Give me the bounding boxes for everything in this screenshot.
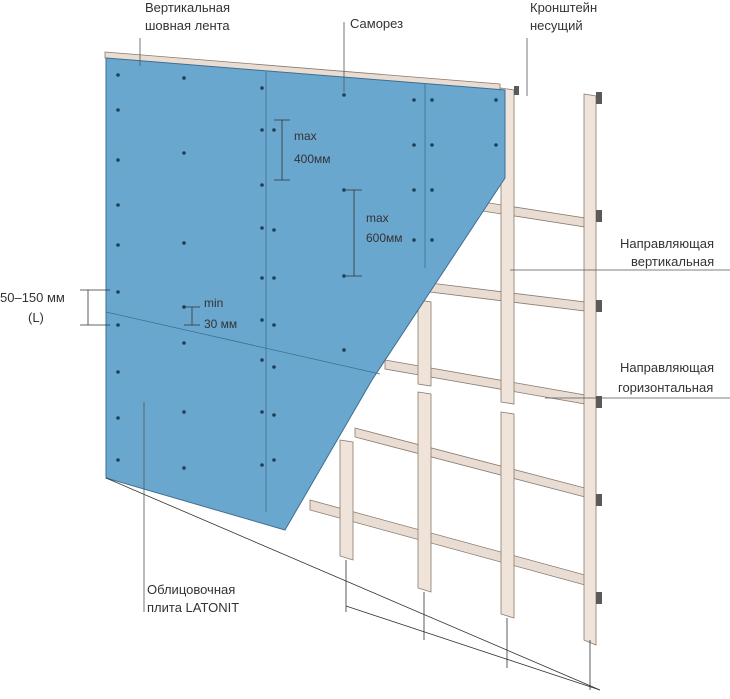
screw-dot [430,143,434,147]
label-seam-tape-1: Вертикальная [145,0,230,15]
screw-dot [272,413,276,417]
screw-dot [116,243,120,247]
vertical-guide-post [500,411,515,619]
screw-dot [342,93,346,97]
bearing-bracket [596,92,602,104]
vertical-guides [339,87,597,646]
screw-dot [260,318,264,322]
screw-dot [260,358,264,362]
edge-distance-label-2: (L) [28,310,44,325]
screw-dot [182,410,186,414]
label-vertical-guide-1: Направляющая [620,236,714,251]
max-400-label-1: max [294,129,317,143]
screw-dot [342,348,346,352]
screw-dot [182,76,186,80]
dimension-edge-distance: 50–150 мм (L) [0,289,110,326]
bearing-bracket [514,86,519,95]
screw-dot [116,370,120,374]
screw-dot [182,466,186,470]
screw-dot [116,203,120,207]
label-horizontal-guide-1: Направляющая [620,360,714,375]
screw-dot [272,276,276,280]
label-horizontal-guide-2: горизонтальная [618,380,713,395]
horizontal-guide-rail [354,427,586,498]
screw-dot [342,274,346,278]
bearing-bracket [596,300,602,312]
label-bracket-1: Кронштейн [530,0,597,15]
min-30-label-1: min [204,296,223,310]
screw-dot [260,276,264,280]
bearing-bracket [596,494,602,506]
bearing-brackets [514,86,602,604]
dimension-max-600: max 600мм [346,189,403,277]
label-facing-panel-2: плита LATONIT [147,600,239,615]
bearing-bracket [596,396,602,408]
screw-dot [260,183,264,187]
vertical-guide-post [583,93,597,646]
screw-dot [412,98,416,102]
vertical-guide-post [339,439,354,561]
screw-dot [342,188,346,192]
screw-dot [272,128,276,132]
screw-dot [430,98,434,102]
screw-dot [182,151,186,155]
screw-dot [260,226,264,230]
screw-dot [272,228,276,232]
bearing-bracket [596,210,602,222]
label-facing-panel-1: Облицовочная [147,582,235,597]
horizontal-guide-rail [384,359,586,405]
vertical-guide-post [417,299,432,387]
screw-dot [182,341,186,345]
screw-dot [116,416,120,420]
label-seam-tape-2: шовная лента [145,18,230,33]
screw-dot [116,73,120,77]
max-600-label-1: max [366,211,389,225]
screw-dot [116,290,120,294]
screw-dot [272,323,276,327]
max-600-label-2: 600мм [366,231,403,245]
bearing-bracket [596,592,602,604]
screws [116,73,498,470]
screw-dot [412,188,416,192]
screw-dot [412,143,416,147]
edge-distance-label-1: 50–150 мм [0,290,65,305]
screw-dot [116,458,120,462]
horizontal-seam [105,311,381,375]
screw-dot [494,98,498,102]
dimension-max-400: max 400мм [274,119,331,181]
screw-dot [272,365,276,369]
screw-dot [116,158,120,162]
max-400-label-2: 400мм [294,152,331,166]
screw-dot [182,241,186,245]
screw-dot [260,128,264,132]
vertical-guide-post [417,391,432,593]
screw-dot [116,108,120,112]
screw-dot [260,463,264,467]
screw-dot [260,86,264,90]
label-vertical-guide-2: вертикальная [631,254,714,269]
screw-dot [412,238,416,242]
screw-dot [430,188,434,192]
label-screw: Саморез [350,16,403,31]
screw-dot [494,143,498,147]
dimension-min-30: min 30 мм [184,296,237,331]
screw-dot [116,323,120,327]
label-bracket-2: несущий [530,18,583,33]
screw-dot [272,458,276,462]
min-30-label-2: 30 мм [204,317,237,331]
bottom-spacing-dimension [105,477,601,691]
screw-dot [430,238,434,242]
screw-dot [260,410,264,414]
